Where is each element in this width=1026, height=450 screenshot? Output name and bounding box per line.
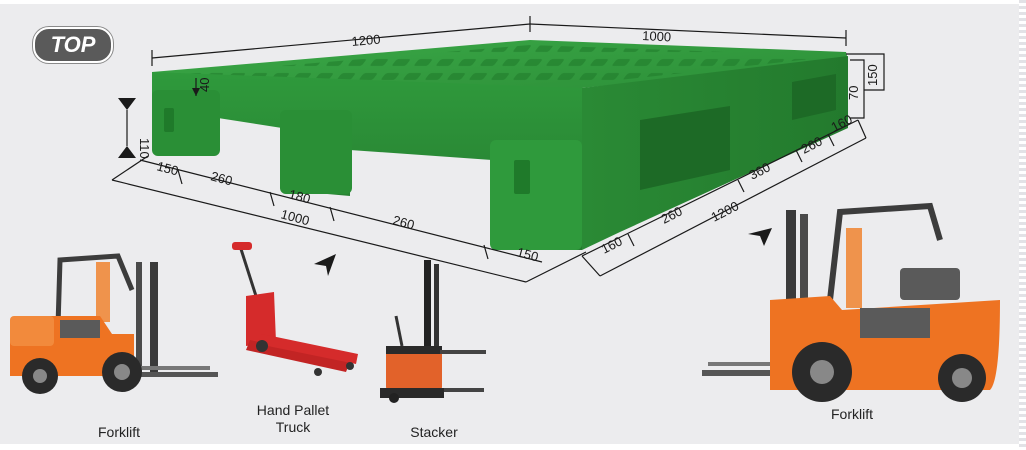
- dim-right-total: 1200: [709, 198, 742, 224]
- pallet-side-opening-1: [640, 106, 730, 190]
- dim-top-length: 1200: [351, 32, 381, 49]
- dim-front-total: 1000: [279, 206, 311, 228]
- dim-side-height: 70: [846, 86, 861, 100]
- forklift-right-illustration: [702, 202, 1000, 402]
- pallet-block-slot: [514, 160, 530, 194]
- dim-front-seg-5: 150: [515, 244, 540, 264]
- dimension-lines: [111, 16, 885, 283]
- arrow-up-icon: [118, 146, 136, 158]
- dim-top-width: 1000: [642, 28, 672, 44]
- dim-front-seg-4: 260: [391, 212, 416, 232]
- dim-entry-height: 110: [137, 138, 152, 159]
- arrow-down-icon: [192, 88, 200, 96]
- stacker-illustration: [380, 260, 486, 403]
- caption-hand-pallet-truck: Hand Pallet Truck: [256, 402, 330, 435]
- plastic-pallet: [152, 40, 848, 250]
- dimension-arrows: [118, 88, 772, 276]
- dim-front-seg-1: 150: [155, 158, 180, 178]
- pallet-front-face: [152, 72, 582, 250]
- dim-front-seg-2: 260: [209, 168, 234, 188]
- dim-total-height: 150: [865, 64, 880, 86]
- decorative-side-strip: [1019, 0, 1026, 450]
- top-view-badge: TOP: [33, 27, 113, 63]
- dim-deck-thickness: 40: [197, 78, 212, 92]
- pointer-arrow-icon: [748, 228, 772, 246]
- caption-forklift-right: Forklift: [831, 406, 873, 422]
- caption-forklift-left: Forklift: [98, 424, 140, 440]
- caption-stacker: Stacker: [410, 424, 458, 440]
- pallet-block-left: [152, 90, 220, 156]
- pallet-side-opening-2: [792, 74, 836, 120]
- dimension-labels: 1200 1000 150 70 40 110 150 260 180 260 …: [137, 28, 880, 264]
- pointer-arrow-icon: [314, 254, 336, 276]
- forklift-left-illustration: [10, 253, 218, 394]
- hand-pallet-truck-illustration: [232, 242, 358, 376]
- pallet-block-middle: [280, 110, 352, 194]
- pallet-block-slot: [164, 108, 174, 132]
- pallet-block-right: [490, 140, 582, 250]
- arrow-down-icon: [118, 98, 136, 110]
- dim-front-seg-3: 180: [287, 186, 312, 206]
